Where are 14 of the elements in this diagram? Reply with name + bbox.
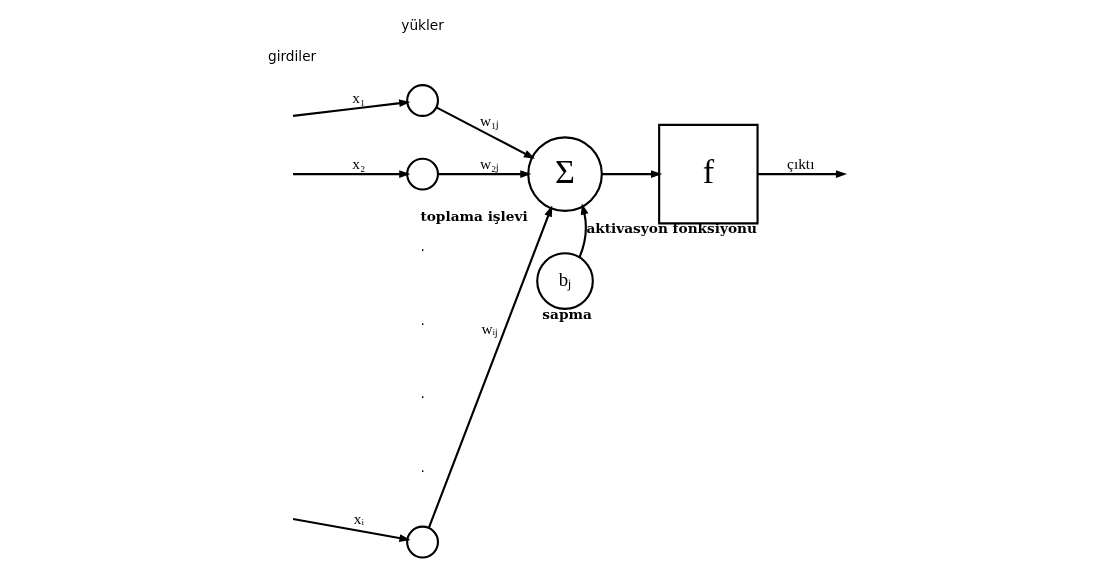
node-label: toplama işlevi bbox=[420, 208, 528, 225]
label: girdiler bbox=[267, 48, 317, 65]
label: . bbox=[420, 458, 425, 475]
label: . bbox=[420, 237, 425, 254]
label: . bbox=[420, 311, 425, 328]
edge-label: xᵢ bbox=[353, 510, 364, 528]
edge-label: wᵢⱼ bbox=[481, 319, 499, 337]
label: . bbox=[420, 385, 425, 402]
label: yükler bbox=[401, 17, 444, 34]
edge-label: x₂ bbox=[352, 155, 366, 173]
edge-label: çıktı bbox=[787, 155, 815, 173]
edge-label: x₁ bbox=[352, 88, 366, 106]
edge-label: w₁ⱼ bbox=[479, 111, 500, 129]
edge-label: w₂ⱼ bbox=[479, 155, 500, 173]
